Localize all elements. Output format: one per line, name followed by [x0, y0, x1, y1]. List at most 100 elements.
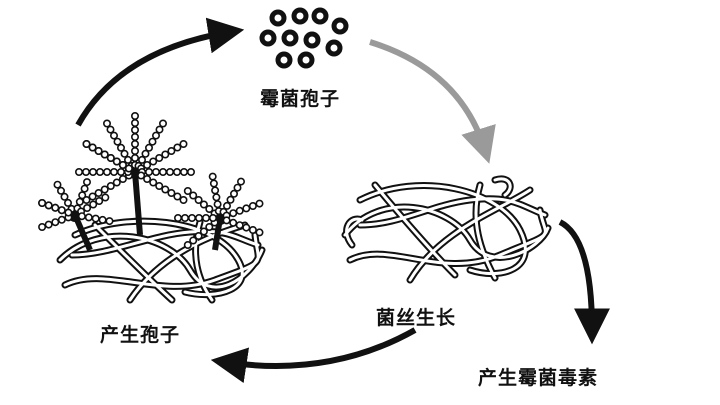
spore-chain-bead — [100, 185, 109, 194]
spore-cluster — [259, 7, 349, 69]
spore-chain-bead — [211, 186, 220, 195]
spore-chain-bead — [53, 180, 62, 189]
spore-chain-bead — [179, 140, 188, 149]
spore-chain-bead — [64, 208, 73, 217]
spore-chain-bead — [103, 168, 112, 177]
arrow-produce-spores-to-spores — [75, 17, 245, 127]
spore-chain-bead — [75, 168, 84, 177]
spore-chain-bead — [96, 168, 105, 177]
label-hyphae-growth: 菌丝生长 — [376, 307, 457, 329]
spore-chain-bead — [229, 218, 238, 227]
arrow-hyphae-to-toxin — [558, 219, 610, 345]
spore-chain-bead — [248, 226, 257, 235]
spore-chain-bead — [152, 131, 161, 140]
spore-chain-bead — [118, 161, 127, 170]
spore-chain-bead — [179, 196, 188, 205]
spore-chain-bead — [98, 215, 107, 224]
spore-chain-bead — [167, 189, 176, 198]
spore-chain-bead — [155, 182, 164, 191]
spore-chain-bead — [94, 147, 103, 156]
spore-chain-bead — [194, 232, 203, 241]
spore-chain-bead — [209, 214, 218, 223]
spore-chain-bead — [44, 220, 53, 229]
spore-chain-bead — [64, 198, 73, 207]
spore-chain-bead — [155, 154, 164, 163]
conidiophore-stalk — [132, 171, 143, 236]
spore-chain-bead — [212, 193, 221, 202]
spore-chain-bead — [83, 204, 92, 213]
spore-chain-bead — [209, 179, 218, 188]
spore-chain-bead — [38, 223, 47, 232]
spore-chain-bead — [255, 199, 264, 208]
spore-chain-bead — [183, 187, 192, 196]
spore-chain-bead — [159, 119, 168, 128]
spore-chain-bead — [173, 168, 182, 177]
spore-chain-bead — [78, 191, 87, 200]
spore-chain-bead — [105, 217, 114, 226]
hyphae-tangle-right — [341, 175, 552, 284]
spore-chain-bead — [161, 150, 170, 159]
spore-chain-bead — [89, 200, 98, 209]
spore-chain-bead — [82, 168, 91, 177]
spore-chain-bead — [84, 213, 93, 222]
spore-chain-bead — [124, 164, 133, 173]
spore-chain-bead — [131, 147, 140, 156]
spore-chain-bead — [131, 119, 140, 128]
spore-chain-bead — [56, 186, 65, 195]
spore-chain-bead — [131, 133, 140, 142]
spore-chain-bead — [106, 125, 115, 134]
spore-chain-bead — [94, 189, 103, 198]
spore-chain-bead — [100, 150, 109, 159]
spore-chain-bead — [205, 205, 214, 214]
hyphae-tangle-left — [56, 217, 266, 304]
spore-chain-bead — [189, 191, 198, 200]
spore-chain-bead — [148, 137, 157, 146]
spore-chain-bead — [187, 168, 196, 177]
spore-chain-bead — [60, 192, 69, 201]
spore-chain-bead — [226, 195, 235, 204]
spore-chain-bead — [44, 201, 53, 210]
spore-chain-bead — [141, 149, 150, 158]
spore-chain-bead — [38, 199, 47, 208]
spore-chain-bead — [235, 221, 244, 230]
spore-chain-bead — [80, 184, 89, 193]
spore-chain-bead — [233, 183, 242, 192]
spore-chain-bead — [199, 227, 208, 236]
spore-chain-bead — [77, 212, 86, 221]
spore-chain-bead — [131, 112, 140, 121]
spore-chain-bead — [237, 177, 246, 186]
conidiophores — [38, 112, 264, 252]
spore-chain-bead — [113, 137, 122, 146]
spore-chain-bead — [173, 192, 182, 201]
spore-chain-bead — [95, 197, 104, 206]
spore-chain-bead — [117, 143, 126, 152]
spore-chain-bead — [229, 209, 238, 218]
spore-chain-bead — [143, 175, 152, 184]
spore-chain-bead — [173, 143, 182, 152]
spore-chain-bead — [189, 236, 198, 245]
spore-chain-bead — [188, 214, 197, 223]
spore-chain-bead — [166, 168, 175, 177]
spore-chain-bead — [124, 155, 133, 164]
spore-chain-bead — [138, 155, 147, 164]
spore-chain-bead — [131, 154, 140, 163]
spore-chain-bead — [101, 193, 110, 202]
spore-chain-bead — [194, 196, 203, 205]
spore-chain-bead — [112, 157, 121, 166]
spore-chain-bead — [51, 203, 60, 212]
spore-chain-bead — [120, 149, 129, 158]
spore-chain-bead — [199, 200, 208, 209]
spore-chain-bead — [112, 178, 121, 187]
spore-chain-bead — [117, 168, 126, 177]
spore-chain-bead — [82, 140, 91, 149]
spore-chain-bead — [222, 216, 231, 225]
spore-chain-bead — [205, 223, 214, 232]
spore-chain-bead — [167, 147, 176, 156]
spore-chain-bead — [159, 168, 168, 177]
spore-chain-bead — [143, 161, 152, 170]
spore-chain-bead — [88, 143, 97, 152]
spore-chain-bead — [83, 178, 92, 187]
spore-chain-bead — [235, 206, 244, 215]
spore-chain-bead — [103, 119, 112, 128]
